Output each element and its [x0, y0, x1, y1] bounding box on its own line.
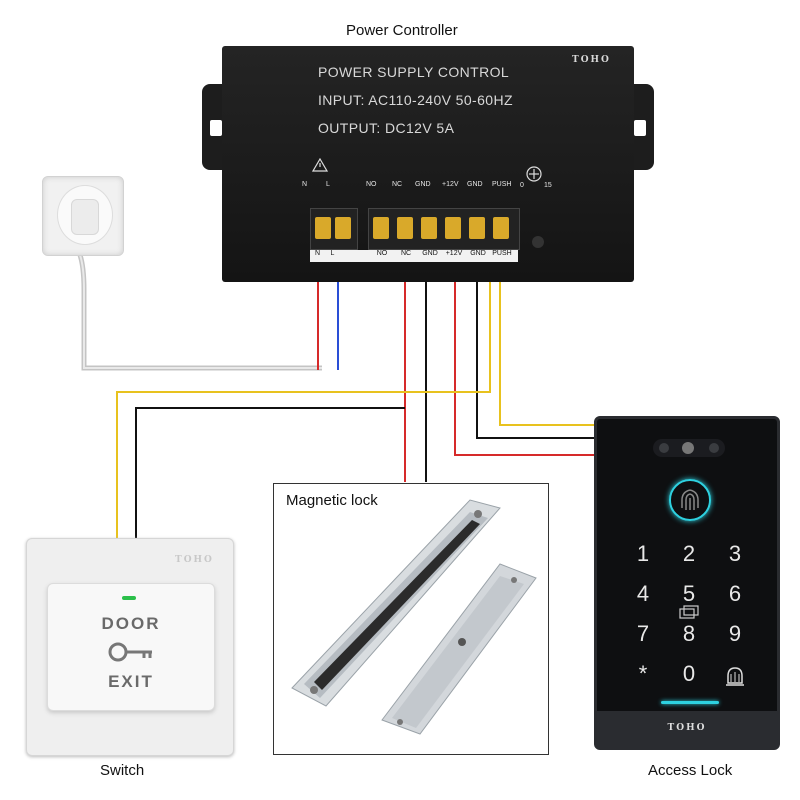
term-top-nc: NC: [392, 181, 403, 188]
switch-wire-black: [135, 407, 405, 538]
camera-lens: [682, 442, 694, 454]
plug-grip: [71, 199, 99, 235]
terminal-screw-nc: [397, 217, 413, 239]
lock-screw-2: [474, 510, 482, 518]
term-top-gnd: GND: [415, 181, 431, 188]
dc-terminal-block: [368, 208, 520, 250]
key-1[interactable]: 1: [636, 541, 650, 566]
term-bot-gnd2: GND: [470, 250, 486, 257]
status-light-bar: [661, 701, 719, 704]
camera-bar: [653, 439, 725, 457]
key-3[interactable]: 3: [728, 541, 742, 566]
psu-mount-hole-left: [210, 120, 222, 136]
switch-caption: Switch: [100, 762, 145, 779]
dial-min-label: 0: [520, 182, 524, 189]
terminal-screw-l: [335, 217, 351, 239]
ir-led-right: [709, 443, 719, 453]
key-icon: [108, 642, 152, 662]
switch-led: [122, 596, 136, 600]
access-lock-keypad: 1 2 3 4 5 6 7 8 9 * 0 TOHO: [594, 416, 780, 750]
terminal-screw-no: [373, 217, 389, 239]
armature-face: [392, 576, 524, 728]
access-lock-caption: Access Lock: [648, 762, 733, 779]
term-bot-12v: +12V: [445, 250, 463, 257]
exit-switch: TOHO DOOR EXIT: [26, 538, 234, 756]
terminal-screw-n: [315, 217, 331, 239]
armature-screw-2: [511, 577, 517, 583]
term-top-n: N: [302, 181, 308, 188]
psu-mount-hole-right: [634, 120, 646, 136]
psu-brand-logo: TOHO: [572, 55, 611, 65]
power-supply-controller: TOHO POWER SUPPLY CONTROL INPUT: AC110-2…: [222, 46, 634, 282]
door-label: DOOR: [101, 614, 161, 633]
terminal-screw-push: [493, 217, 509, 239]
keypad-bottom-band: TOHO: [597, 711, 777, 747]
fingerprint-sensor[interactable]: [669, 479, 711, 521]
magnetic-lock-caption: Magnetic lock: [286, 492, 378, 509]
term-bot-push: PUSH: [492, 250, 512, 257]
terminal-screw-gnd2: [469, 217, 485, 239]
electromagnet-core: [314, 520, 480, 690]
mains-terminal-block: [310, 208, 358, 250]
term-top-no: NO: [366, 181, 377, 188]
ir-led-left: [659, 443, 669, 453]
key-7[interactable]: 7: [636, 621, 650, 646]
key-6[interactable]: 6: [728, 581, 742, 606]
status-led: [532, 236, 544, 248]
v12-wire-red: [454, 262, 598, 456]
armature-hole: [458, 638, 466, 646]
magnetic-lock-panel: Magnetic lock: [273, 483, 549, 755]
key-0[interactable]: 0: [682, 661, 696, 686]
term-bot-nc: NC: [400, 250, 412, 257]
fingerprint-icon: [681, 489, 699, 510]
term-bot-n: N: [314, 250, 321, 257]
key-2[interactable]: 2: [682, 541, 696, 566]
term-top-push: PUSH: [492, 181, 512, 188]
switch-wire-yellow: [116, 262, 491, 538]
warning-triangle-icon: [312, 158, 328, 172]
psu-input-spec: INPUT: AC110-240V 50-60HZ: [318, 92, 513, 108]
gnd2-wire-black: [476, 262, 598, 439]
switch-brand-logo: TOHO: [175, 555, 214, 565]
term-bot-gnd: GND: [422, 250, 438, 257]
key-8[interactable]: 8: [682, 621, 696, 646]
term-top-gnd2: GND: [467, 181, 483, 188]
psu-output-spec: OUTPUT: DC12V 5A: [318, 120, 455, 136]
dial-max-label: 15: [544, 182, 552, 189]
key-9[interactable]: 9: [728, 621, 742, 646]
key-star[interactable]: *: [638, 661, 648, 686]
term-bot-no: NO: [376, 250, 388, 257]
adjust-dial-icon[interactable]: [524, 164, 544, 184]
terminal-label-strip: N L NO NC GND +12V GND PUSH: [310, 250, 518, 262]
term-bot-l: L: [330, 250, 335, 257]
psu-title: POWER SUPPLY CONTROL: [318, 64, 510, 80]
exit-button[interactable]: DOOR EXIT: [47, 583, 215, 711]
push-wire-yellow: [499, 262, 598, 426]
wall-socket: [42, 176, 124, 256]
key-4[interactable]: 4: [636, 581, 650, 606]
doorbell-key[interactable]: [721, 663, 749, 691]
term-top-12v: +12V: [442, 181, 459, 188]
key-5[interactable]: 5: [682, 581, 696, 606]
doorbell-icon: [726, 667, 744, 686]
exit-label: EXIT: [108, 672, 154, 691]
lock-screw-1: [310, 686, 318, 694]
magnetic-lock-illustration: [291, 499, 537, 735]
keypad-brand-logo: TOHO: [667, 723, 707, 733]
armature-screw-1: [397, 719, 403, 725]
term-top-l: L: [326, 181, 330, 188]
terminal-screw-12v: [445, 217, 461, 239]
terminal-screw-gnd: [421, 217, 437, 239]
power-controller-caption: Power Controller: [346, 22, 458, 39]
card-icon: [679, 605, 699, 619]
